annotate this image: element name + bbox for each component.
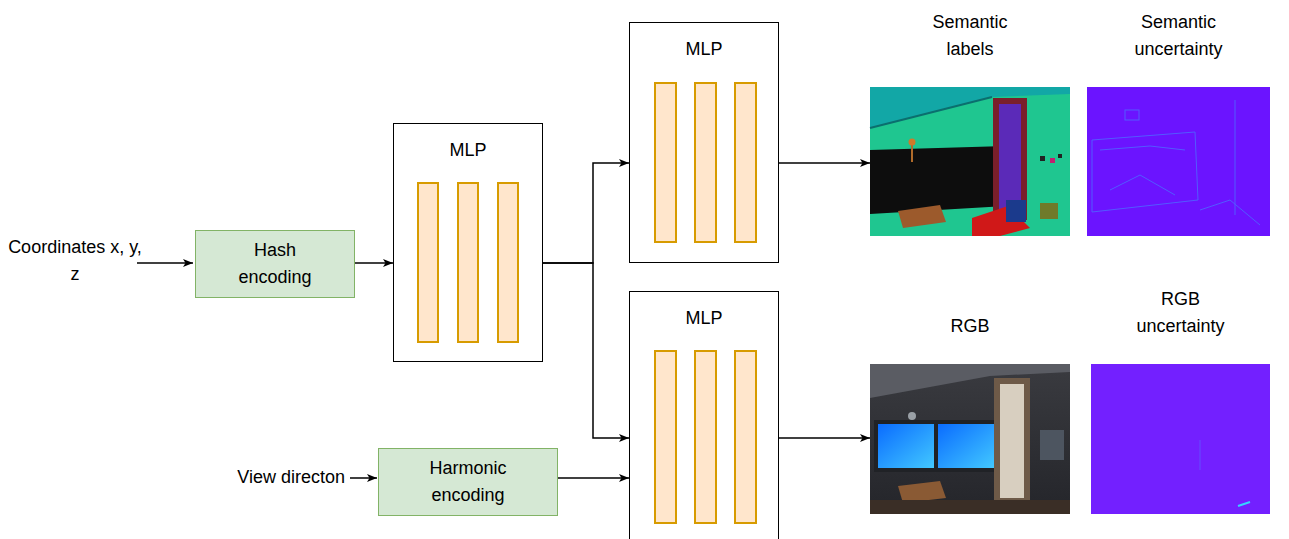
image-heading: Semantic uncertainty bbox=[1124, 9, 1234, 63]
image-title: RGB uncertainty bbox=[1091, 284, 1270, 364]
image-title: Semantic uncertainty bbox=[1087, 7, 1270, 87]
output-image: RGB bbox=[870, 284, 1070, 514]
connector-arrow bbox=[543, 163, 629, 263]
uncertainty-edge bbox=[1235, 100, 1236, 215]
monitor-screen bbox=[878, 424, 934, 468]
input-label: View directon bbox=[195, 464, 345, 491]
image-heading: Semantic labels bbox=[915, 9, 1025, 63]
uncertainty-edges bbox=[1092, 100, 1260, 225]
mlp-layer-bar bbox=[655, 351, 676, 523]
object-region bbox=[1050, 158, 1055, 163]
ceiling-region bbox=[870, 364, 1070, 398]
lamp bbox=[908, 412, 916, 420]
door-frame bbox=[994, 378, 1030, 502]
image-title: RGB bbox=[870, 284, 1070, 364]
image-heading: RGB uncertainty bbox=[1126, 286, 1236, 340]
object-region bbox=[1058, 154, 1062, 158]
edge-line bbox=[870, 97, 992, 128]
door bbox=[1000, 384, 1024, 498]
connector-arrow bbox=[779, 162, 870, 164]
uncertainty-edge bbox=[1200, 200, 1260, 225]
window-region bbox=[870, 146, 1006, 214]
mlp-title: MLP bbox=[685, 36, 722, 63]
rgb-image bbox=[870, 364, 1070, 514]
mat-region bbox=[898, 205, 946, 228]
encoding-box: Harmonic encoding bbox=[378, 448, 558, 516]
mlp-layer-bar bbox=[695, 351, 716, 523]
mlp-layer-bar bbox=[418, 183, 438, 342]
output-image: RGB uncertainty bbox=[1091, 284, 1270, 514]
input-arrow bbox=[350, 477, 377, 479]
door-region bbox=[999, 104, 1021, 216]
box-text: Harmonic encoding bbox=[412, 455, 524, 509]
uncertainty-edge bbox=[1110, 175, 1175, 195]
uncertainty-edge bbox=[1092, 132, 1198, 212]
image-ground bbox=[1087, 87, 1270, 236]
box-text: Hash encoding bbox=[219, 237, 331, 291]
lamp-region bbox=[911, 143, 913, 162]
connector-arrow bbox=[779, 437, 870, 439]
rgb-uncertainty-image bbox=[1091, 364, 1270, 514]
mlp-title: MLP bbox=[685, 305, 722, 332]
mlp-layer-bar bbox=[655, 83, 676, 242]
semantic-uncertainty-image bbox=[1087, 87, 1270, 236]
ceiling-region bbox=[870, 87, 1070, 128]
floor bbox=[870, 500, 1070, 514]
image-ground bbox=[870, 87, 1070, 236]
mlp-layer-bar bbox=[735, 83, 756, 242]
mlp-layer-bar bbox=[498, 183, 518, 342]
object-region bbox=[1040, 156, 1045, 161]
mlp-layer-bar bbox=[735, 351, 756, 523]
encoding-box: Hash encoding bbox=[195, 230, 355, 298]
input-arrow bbox=[137, 262, 193, 264]
object-region bbox=[1040, 203, 1058, 219]
uncertainty-edge bbox=[1100, 146, 1185, 150]
monitor-frame bbox=[874, 420, 998, 472]
output-image: Semantic labels bbox=[870, 7, 1070, 236]
image-ground bbox=[1091, 364, 1270, 514]
mlp-layer-bar bbox=[458, 183, 478, 342]
output-image: Semantic uncertainty bbox=[1087, 7, 1270, 236]
image-ground bbox=[870, 364, 1070, 514]
input-label: Coordinates x, y, z bbox=[8, 234, 142, 288]
image-heading: RGB bbox=[950, 313, 989, 340]
monitor-screen bbox=[938, 424, 994, 468]
chair-region bbox=[1006, 200, 1026, 222]
mlp-box: MLP bbox=[629, 291, 779, 539]
mat bbox=[898, 481, 946, 503]
mlp-title: MLP bbox=[449, 137, 486, 164]
uncertainty-spot bbox=[1238, 502, 1250, 506]
mlp-box: MLP bbox=[629, 22, 779, 263]
mlp-layer-bar bbox=[695, 83, 716, 242]
connector-arrow bbox=[543, 263, 629, 438]
uncertainty-spot bbox=[1200, 440, 1201, 470]
mlp-box: MLP bbox=[393, 123, 543, 362]
connector-arrow bbox=[558, 477, 629, 479]
connector-arrow bbox=[355, 262, 393, 264]
wall-picture bbox=[1040, 430, 1064, 460]
uncertainty-edge bbox=[1125, 110, 1139, 120]
lamp-region bbox=[909, 139, 916, 146]
image-title: Semantic labels bbox=[870, 7, 1070, 87]
semantic-image bbox=[870, 87, 1070, 236]
connectors bbox=[355, 163, 870, 478]
